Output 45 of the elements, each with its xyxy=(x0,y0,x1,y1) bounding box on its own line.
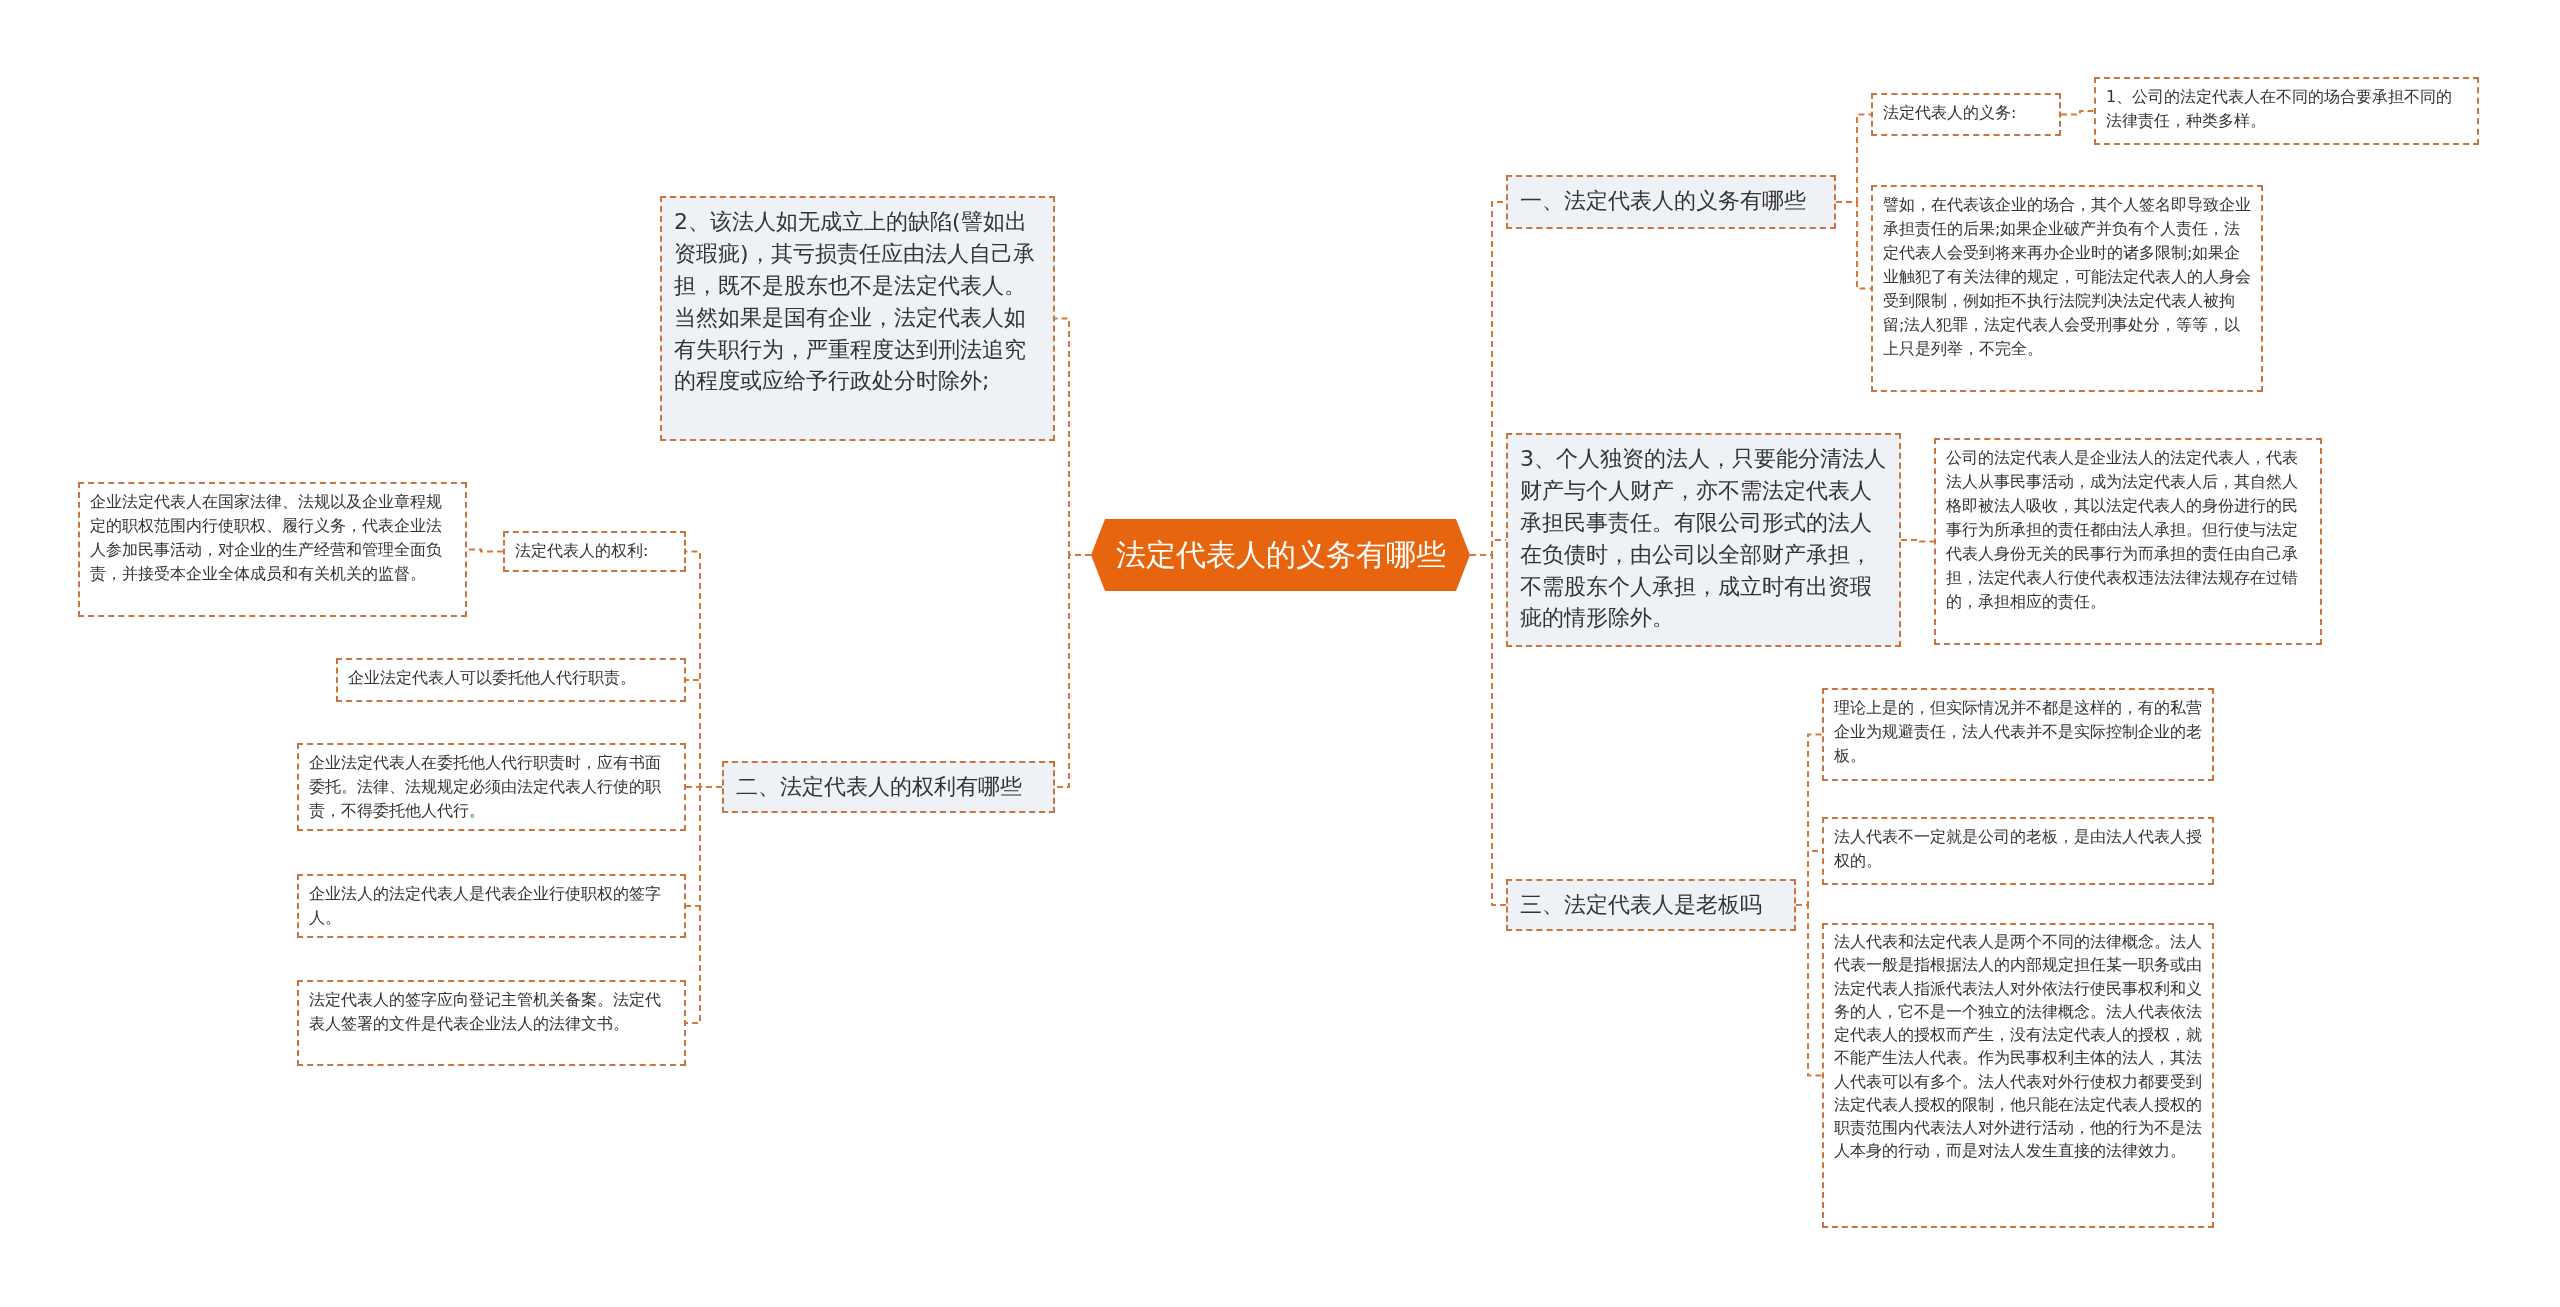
central-topic-text: 法定代表人的义务有哪些 xyxy=(1115,536,1446,575)
node-text: 二、法定代表人的权利有哪些 xyxy=(736,773,1023,801)
note-box xyxy=(297,743,686,831)
topic-box xyxy=(1506,175,1836,229)
connector-line xyxy=(1795,904,1823,1077)
central-topic xyxy=(1091,519,1470,591)
node-text: 企业法定代表人可以委托他人代行职责。 xyxy=(348,667,637,689)
note-box xyxy=(1871,185,2263,392)
node-text: 法定代表人的义务: xyxy=(1883,102,2018,124)
topic-box xyxy=(660,196,1055,441)
note-box xyxy=(1822,923,2214,1228)
connector-line xyxy=(2060,110,2095,116)
node-text: 一、法定代表人的义务有哪些 xyxy=(1520,187,1807,215)
topic-box xyxy=(722,761,1055,813)
topic-box xyxy=(1506,879,1796,931)
connector-line xyxy=(1835,201,1872,290)
connector-line xyxy=(466,548,504,553)
note-box xyxy=(336,658,686,702)
note-box xyxy=(2094,77,2479,145)
note-box xyxy=(1934,438,2322,645)
connector-line xyxy=(1900,539,1935,543)
node-text: 3、个人独资的法人，只要能分清法人财产与个人财产，亦不需法定代表人承担民事责任。有限公司形式的法人在负债时，由公司以全部财产承担，不需股东个人承担，成立时有出资瑕疵的情形除外。 xyxy=(1520,445,1887,633)
connector-line xyxy=(1054,554,1092,788)
note-box xyxy=(297,874,686,938)
note-box xyxy=(78,482,467,617)
note-box xyxy=(1822,688,2214,781)
node-text: 法定代表人的权利: xyxy=(515,540,650,562)
node-text: 企业法人的法定代表人是代表企业行使职权的签字人。 xyxy=(309,883,662,929)
node-text: 三、法定代表人是老板吗 xyxy=(1520,891,1763,919)
note-box xyxy=(1871,93,2061,136)
note-box xyxy=(503,531,686,572)
note-box xyxy=(1822,817,2214,885)
node-text: 法人代表和法定代表人是两个不同的法律概念。法人代表一般是指根据法人的内部规定担任某一职务或由法定代表人指派代表法人对外依法行使民事权利和义务的人，它不是一个独立的法律概念。法人代表依法定代表人的授权而产生，没有法定代表人的授权，就不能产生法人代表。作为民事权利主体的法人，其法人代表可以有多个。法人代表对外行使权力都要受到法定代表人授权的限制，他只能在法定代表人授权的职责范围内代表法人对外进行活动，他的行为不是法人本身的行动，而是对法人发生直接的法律效力。 xyxy=(1834,932,2202,1163)
node-text: 公司的法定代表人是企业法人的法定代表人，代表法人从事民事活动，成为法定代表人后，其自然人格即被法人吸收，其以法定代表人的身份进行的民事行为所承担的责任都由法人承担。但行使与法定代表人身份无关的民事行为而承担的责任由自己承担，法定代表人行使代表权违法法律法规存在过错的，承担相应的责任。 xyxy=(1946,447,2299,613)
node-text: 理论上是的，但实际情况并不都是这样的，有的私营企业为规避责任，法人代表并不是实际控制企业的老板。 xyxy=(1834,697,2202,767)
connector-line xyxy=(685,785,723,1024)
node-text: 企业法定代表人在委托他人代行职责时，应有书面委托。法律、法规规定必须由法定代表人行使的职责，不得委托他人代行。 xyxy=(309,752,662,822)
node-text: 1、公司的法定代表人在不同的场合要承担不同的法律责任，种类多样。 xyxy=(2106,86,2454,132)
node-text: 譬如，在代表该企业的场合，其个人签名即导致企业承担责任的后果;如果企业破产并负有个人责任，法定代表人会受到将来再办企业时的诸多限制;如果企业触犯了有关法律的规定，可能法定代表人的人身会受到限制，例如拒不执行法院判决法定代表人被拘留;法人犯罪，法定代表人会受刑事处分，等等，以上只是列举，不完全。 xyxy=(1883,194,2251,360)
node-text: 法定代表人的签字应向登记主管机关备案。法定代表人签署的文件是代表企业法人的法律文书。 xyxy=(309,989,662,1035)
node-text: 企业法定代表人在国家法律、法规以及企业章程规定的职权范围内行使职权、履行义务，代表企业法人参加民事活动，对企业的生产经营和管理全面负责，并接受本企业全体成员和有关机关的监督。 xyxy=(90,491,443,585)
node-text: 2、该法人如无成立上的缺陷(譬如出资瑕疵)，其亏损责任应由法人自己承担，既不是股东也不是法定代表人。当然如果是国有企业，法定代表人如有失职行为，严重程度达到刑法追究的程度或应给予行政处分时除外; xyxy=(674,208,1036,396)
node-text: 法人代表不一定就是公司的老板，是由法人代表人授权的。 xyxy=(1834,826,2202,872)
note-box xyxy=(297,980,686,1066)
topic-box xyxy=(1506,433,1901,647)
